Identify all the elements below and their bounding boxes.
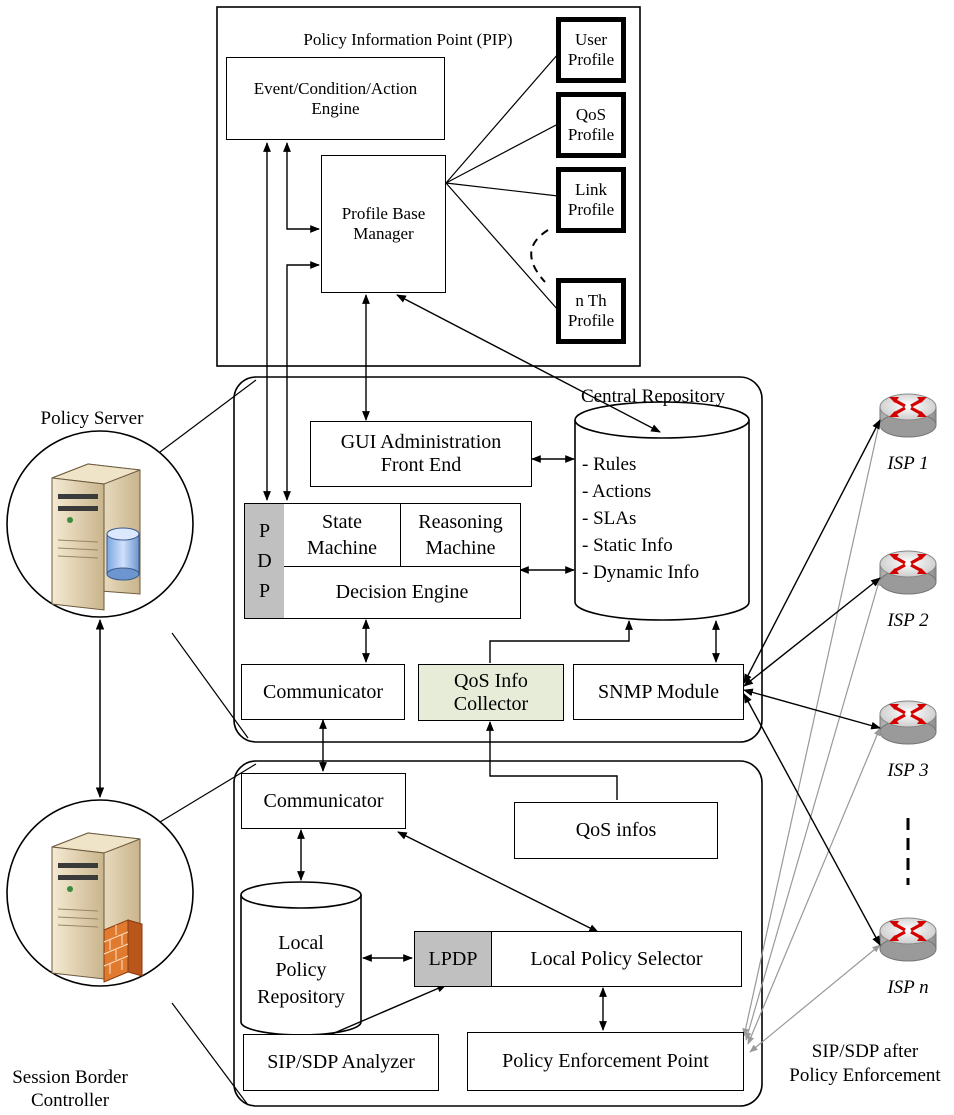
isp-label: ISP 3 bbox=[887, 760, 929, 781]
profile-word: Profile bbox=[567, 125, 615, 144]
qic-line2: Collector bbox=[453, 692, 529, 715]
lpdp-tab: LPDP bbox=[415, 932, 492, 986]
rm-line1: Reasoning bbox=[418, 511, 503, 533]
qic-line1: QoS Info bbox=[454, 669, 528, 692]
isp-label: ISP n bbox=[887, 977, 929, 998]
pbm-line2: Manager bbox=[353, 224, 414, 243]
repo-item: - Static Info bbox=[582, 535, 673, 556]
router-icon bbox=[878, 916, 938, 963]
profile-name: User bbox=[574, 30, 608, 49]
database-icon bbox=[106, 527, 140, 581]
sm-line1: State bbox=[321, 511, 362, 533]
profile-name: n Th bbox=[575, 291, 607, 310]
ellipsis-dashed-arc bbox=[530, 229, 549, 283]
lpr-line3: Repository bbox=[257, 986, 345, 1008]
pdp-tab: P D P bbox=[245, 504, 284, 618]
qos-infos-box: QoS infos bbox=[514, 802, 718, 859]
repo-item: - Actions bbox=[582, 481, 652, 502]
profile-name: Link bbox=[574, 180, 608, 199]
policy-server-label: Policy Server bbox=[40, 408, 144, 429]
gui-line2: Front End bbox=[380, 454, 462, 476]
local-policy-repository-label: Local Policy Repository bbox=[241, 930, 361, 1011]
snmp-module-box: SNMP Module bbox=[573, 664, 744, 720]
pbm-line1: Profile Base bbox=[341, 204, 426, 223]
pdp-letter: P bbox=[258, 520, 271, 542]
repo-item: - Rules bbox=[582, 454, 637, 475]
eca-engine-line2: Engine bbox=[311, 98, 360, 118]
rm-line2: Machine bbox=[425, 537, 496, 559]
decision-engine-label: Decision Engine bbox=[335, 581, 469, 603]
local-policy-selector-label: Local Policy Selector bbox=[530, 947, 703, 970]
sbc-label-line1: Session Border bbox=[12, 1067, 128, 1088]
repo-item: - SLAs bbox=[582, 508, 637, 529]
sip-sdp-analyzer-box: SIP/SDP Analyzer bbox=[243, 1034, 439, 1091]
eca-engine-line1: Event/Condition/Action bbox=[253, 78, 418, 98]
ps-communicator-box: Communicator bbox=[241, 664, 405, 720]
sbc-label: Session Border Controller bbox=[0, 1066, 140, 1112]
lpr-line2: Policy bbox=[275, 959, 327, 981]
repo-item: - Dynamic Info bbox=[582, 562, 700, 583]
profile-word: Profile bbox=[567, 50, 615, 69]
pdp-letter: D bbox=[257, 550, 272, 572]
profile-word: Profile bbox=[567, 311, 615, 330]
server-icon bbox=[51, 463, 141, 611]
policy-enforcement-point-box: Policy Enforcement Point bbox=[467, 1032, 744, 1091]
router-icon bbox=[878, 549, 938, 596]
lpr-line1: Local bbox=[278, 932, 324, 954]
sm-line2: Machine bbox=[307, 537, 377, 559]
sip-label-line1: SIP/SDP after bbox=[811, 1041, 919, 1062]
central-repository-label: Central Repository bbox=[580, 386, 726, 407]
router-icon bbox=[878, 699, 938, 746]
profile-word: Profile bbox=[567, 200, 615, 219]
gui-line1: GUI Administration bbox=[340, 431, 502, 453]
router-icon bbox=[878, 392, 938, 439]
sbc-communicator-box: Communicator bbox=[241, 773, 406, 829]
central-repository-cylinder bbox=[574, 420, 750, 621]
sip-after-enforcement-label: SIP/SDP after Policy Enforcement bbox=[776, 1040, 954, 1088]
profile-name: QoS bbox=[575, 105, 607, 124]
repository-items: - Rules - Actions - SLAs - Static Info -… bbox=[582, 451, 699, 586]
isp-label: ISP 1 bbox=[887, 453, 929, 474]
sbc-label-line2: Controller bbox=[30, 1090, 110, 1111]
lpdp-block: LPDP Local Policy Selector bbox=[414, 931, 742, 987]
firewall-icon bbox=[103, 919, 143, 983]
sip-label-line2: Policy Enforcement bbox=[789, 1065, 941, 1086]
isp-label: ISP 2 bbox=[887, 610, 929, 631]
pip-title: Policy Information Point (PIP) bbox=[303, 30, 513, 49]
pdp-letter: P bbox=[258, 580, 271, 602]
